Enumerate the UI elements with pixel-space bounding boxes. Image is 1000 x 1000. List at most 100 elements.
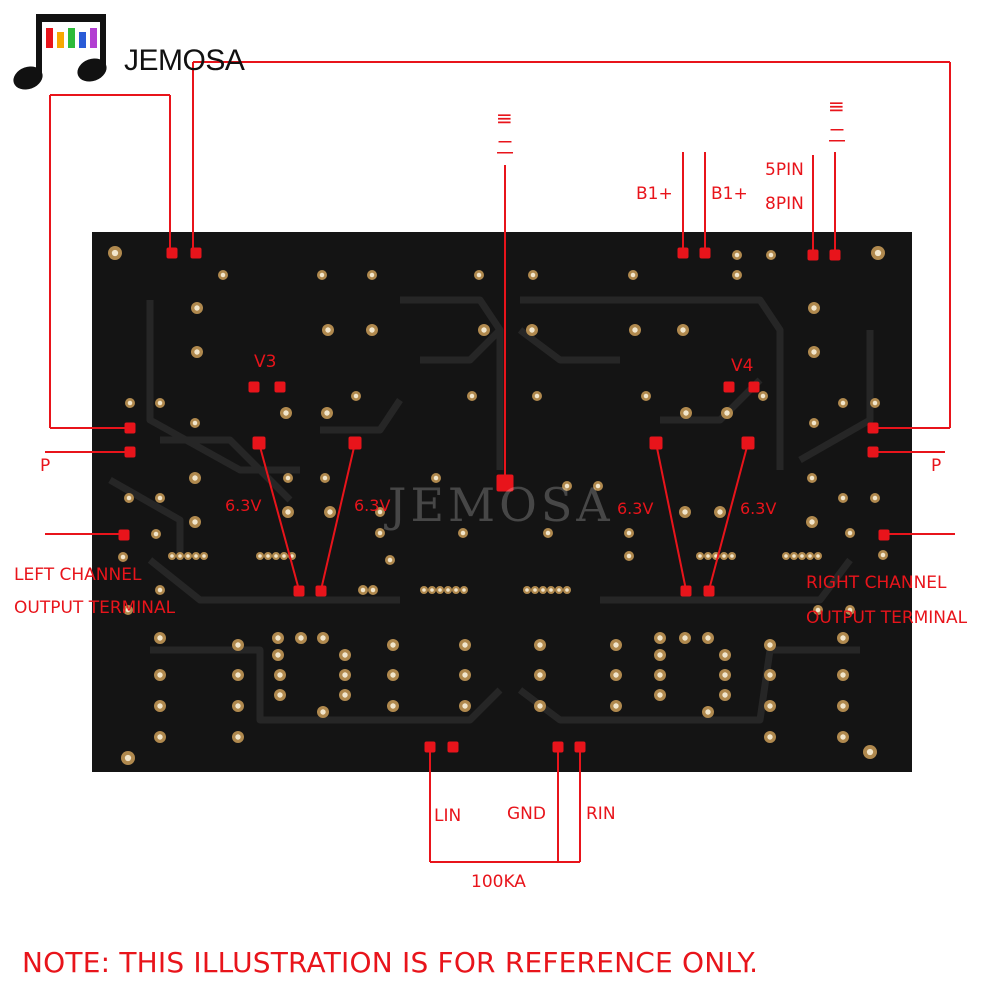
connection-marker [878, 529, 890, 541]
pad-hole [537, 672, 543, 678]
logo-bar [46, 28, 53, 48]
pad-hole [784, 554, 788, 558]
pad-hole [170, 554, 174, 558]
pad-hole [320, 709, 326, 715]
pad-hole [124, 754, 132, 762]
copper-trace [798, 330, 874, 464]
pad-hole [342, 652, 348, 658]
connection-marker [741, 436, 755, 450]
pad-hole [811, 305, 817, 311]
left-channel-label: LEFT CHANNEL [14, 565, 142, 585]
pad-hole [322, 475, 328, 481]
logo-bar [68, 28, 75, 48]
pad-hole [194, 349, 200, 355]
connection-marker [166, 247, 178, 259]
connection-marker [867, 446, 879, 458]
pad-hole [734, 272, 740, 278]
pad-hole [235, 703, 241, 709]
pad-hole [433, 475, 439, 481]
connection-marker [424, 741, 436, 753]
pad-hole [525, 588, 529, 592]
pad-hole [192, 420, 198, 426]
connection-marker [677, 247, 689, 259]
pad-hole [734, 252, 740, 258]
pad-hole [126, 495, 132, 501]
pad-hole [194, 305, 200, 311]
pad-hole [722, 652, 728, 658]
pad-hole [235, 734, 241, 740]
copper-trace [108, 476, 184, 560]
wiring-lines [45, 61, 955, 863]
wire-line [708, 442, 749, 591]
pad-hole [275, 635, 281, 641]
pad-hole [705, 635, 711, 641]
pad-hole [683, 410, 689, 416]
pad-hole [767, 734, 773, 740]
connection-marker [118, 529, 130, 541]
pad-hole [157, 734, 163, 740]
heater-right-symbol-sub: 二 [828, 126, 846, 147]
left-output-terminal-label: OUTPUT TERMINAL [14, 598, 176, 618]
pad-hole [698, 554, 702, 558]
pad-hole [258, 554, 262, 558]
copper-trace [146, 300, 300, 474]
pad-hole [722, 692, 728, 698]
pad-hole [626, 553, 632, 559]
pad-hole [722, 672, 728, 678]
pad-hole [327, 509, 333, 515]
pad-hole [595, 483, 601, 489]
pad-hole [266, 554, 270, 558]
pad-hole [682, 635, 688, 641]
pad-hole [178, 554, 182, 558]
pad-hole [872, 400, 878, 406]
connection-marker [293, 585, 305, 597]
pad-hole [274, 554, 278, 558]
connection-marker [274, 381, 286, 393]
pad-hole [800, 554, 804, 558]
eight-pin-label: 8PIN [765, 194, 804, 214]
copper-trace [517, 646, 860, 724]
pad-hole [564, 483, 570, 489]
reference-note: NOTE: THIS ILLUSTRATION IS FOR REFERENCE… [22, 946, 759, 979]
pad-hole [111, 249, 119, 257]
connection-marker [124, 422, 136, 434]
wire-line [320, 442, 356, 591]
brand-logo: JEMOSA [12, 12, 252, 102]
pad-hole [534, 393, 540, 399]
connection-marker [574, 741, 586, 753]
connection-marker [723, 381, 735, 393]
pad-hole [319, 272, 325, 278]
copper-trace [520, 296, 784, 470]
music-note-icon [13, 14, 107, 90]
pad-hole [808, 554, 812, 558]
pad-hole [847, 530, 853, 536]
pad-hole [613, 672, 619, 678]
wire-line [655, 442, 687, 591]
pad-hole [157, 703, 163, 709]
pad-hole [235, 642, 241, 648]
logo-bar [79, 32, 86, 48]
pad-hole [283, 410, 289, 416]
heater-right-symbol: ≡ [828, 94, 845, 118]
right-output-terminal-label: OUTPUT TERMINAL [806, 608, 968, 628]
potentiometer-label: 100KA [471, 872, 526, 892]
pad-hole [529, 327, 535, 333]
pad-hole [724, 410, 730, 416]
pad-hole [192, 519, 198, 525]
pad-hole [626, 530, 632, 536]
pad-hole [705, 709, 711, 715]
pad-hole [320, 635, 326, 641]
pad-hole [369, 272, 375, 278]
pad-hole [282, 554, 286, 558]
copper-trace [400, 296, 504, 470]
pad-hole [220, 272, 226, 278]
connection-marker [248, 381, 260, 393]
pad-hole [454, 588, 458, 592]
pad-hole [545, 530, 551, 536]
pad-hole [387, 557, 393, 563]
pad-hole [809, 475, 815, 481]
pad-hole [462, 672, 468, 678]
pad-hole [815, 607, 821, 613]
pad-hole [277, 692, 283, 698]
pad-hole [682, 509, 688, 515]
